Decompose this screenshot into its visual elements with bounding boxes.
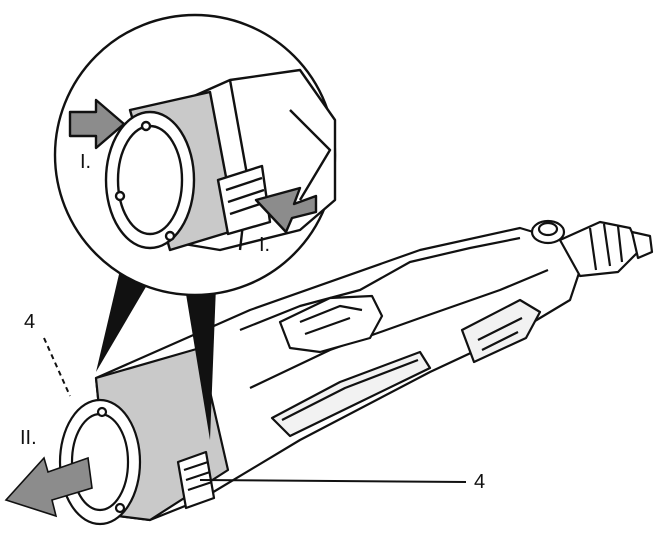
zoom-cap-screw-top	[140, 120, 152, 132]
pull-arrow-icon	[4, 456, 93, 518]
zoom-cap-screw-left	[114, 190, 126, 202]
cap-release-latch-ribs	[183, 460, 213, 492]
step-label-pull: II.	[20, 427, 37, 449]
detail-magnifier	[53, 13, 337, 297]
rear-panel	[460, 298, 542, 364]
leader-line-4-right	[199, 479, 467, 483]
housing-top-contour	[239, 236, 521, 332]
part-label-4-right: 4	[474, 471, 486, 493]
zoom-callout-wedge	[96, 270, 150, 372]
step-label-press-left: I.	[80, 151, 92, 173]
cap-screw-bottom	[114, 502, 126, 514]
zoom-release-latch	[216, 164, 272, 236]
side-panel	[270, 350, 432, 438]
zoom-cap-face	[116, 124, 184, 236]
collet-ridges	[588, 223, 624, 271]
zoom-callout-wedge-right	[186, 286, 216, 440]
press-arrow-right-icon	[254, 186, 318, 234]
cap-screw-top	[96, 406, 108, 418]
part-label-4-left: 4	[24, 311, 36, 333]
cap-release-latch	[176, 450, 216, 510]
battery-cap	[58, 346, 230, 526]
housing-ridge	[249, 268, 549, 389]
rear-panel-slots	[477, 317, 523, 351]
speed-dial-detail	[299, 304, 363, 336]
step-label-press-right: I.	[259, 234, 271, 256]
zoom-cap-screw-bottom	[164, 230, 176, 242]
press-arrow-left-icon	[68, 98, 126, 150]
collet-tip	[630, 230, 654, 260]
leader-line-4-left	[43, 337, 71, 397]
spindle-lock-button-top	[537, 221, 559, 237]
side-panel-inner	[281, 358, 419, 421]
